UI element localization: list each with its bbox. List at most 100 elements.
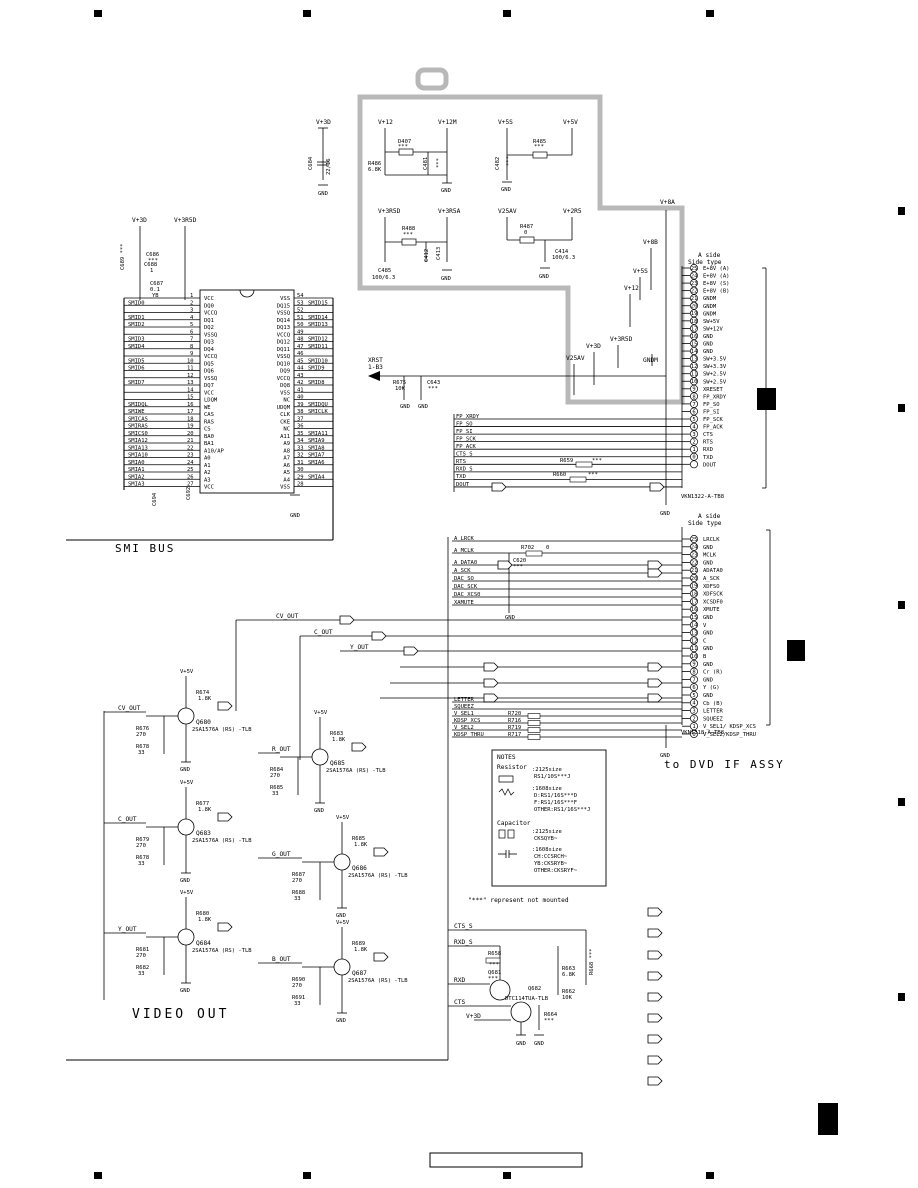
sdram-pin-number: 37 <box>297 416 304 422</box>
connector-pin-name: LETTER <box>703 709 724 715</box>
sdram-pin-number: 38 <box>297 409 304 415</box>
svg-text:270: 270 <box>136 843 146 849</box>
smi-net-label: SMIDQU <box>308 402 328 408</box>
svg-text:R487: R487 <box>520 224 533 230</box>
sdram-pin-number: 34 <box>297 438 304 444</box>
connector-pin-number: 14 <box>691 623 698 629</box>
ctrl-nets: LETTERSQUEEZV_SEL1KDSP_XCSV_SEL2KDSP_THR… <box>452 697 682 740</box>
svg-text:R685: R685 <box>352 836 365 842</box>
connector-pin <box>690 613 698 621</box>
svg-text:R660: R660 <box>553 472 566 478</box>
svg-text:D:RS1/16S***D: D:RS1/16S***D <box>534 793 577 799</box>
connector-pin-number: 10 <box>691 379 698 385</box>
connector-pin-name: A_SCK <box>703 576 720 582</box>
smi-net-label: SMID3 <box>128 337 145 343</box>
video-net-label: B_OUT <box>272 956 291 963</box>
connector-pin-number: 11 <box>691 646 698 652</box>
connector-pin <box>690 422 698 431</box>
svg-text:***: *** <box>534 144 544 150</box>
sdram-pin-number: 5 <box>190 322 193 328</box>
sdram-pin-name: DQ0 <box>204 303 214 309</box>
section-marker-a <box>757 388 776 410</box>
connector-pin-number: 10 <box>691 654 698 660</box>
svg-text:V+5V: V+5V <box>180 780 194 786</box>
svg-text:R684: R684 <box>270 767 284 773</box>
svg-text:C482: C482 <box>495 157 501 170</box>
transistor-part: 2SA1576A (RS) -TLB <box>326 768 386 774</box>
smi-right-nets: SMID15SMID14SMID13SMID12SMID11SMID10SMID… <box>308 300 329 480</box>
sdram-pin-name: DQ9 <box>280 369 290 375</box>
svg-text:F:RS1/16S***F: F:RS1/16S***F <box>534 800 577 806</box>
sdram-pin-name: A5 <box>283 470 290 476</box>
svg-text:100/6.3: 100/6.3 <box>552 255 575 261</box>
ctrl-net-label: V_SEL2 <box>454 725 474 731</box>
svg-text:V+3R5D: V+3R5D <box>378 208 401 215</box>
fp-net-label: FP_SI <box>456 429 473 435</box>
connector-pin-name: GND <box>703 334 713 340</box>
svg-text:C689 ***: C689 *** <box>120 244 126 271</box>
svg-text:GND: GND <box>534 1041 544 1047</box>
connector-pin-number: 23 <box>691 553 698 559</box>
smi-left-nets: SMID0SMID1SMID2SMID3SMID4SMID5SMID6SMID7… <box>128 300 149 487</box>
svg-text:R680: R680 <box>196 911 209 917</box>
svg-text:V+12: V+12 <box>378 119 393 126</box>
connector-pin <box>690 644 698 653</box>
connector-pin-number: 11 <box>691 372 698 378</box>
section-marker-c <box>818 1103 838 1135</box>
transistor-ref: Q684 <box>196 940 211 947</box>
connector-pin <box>690 659 698 668</box>
sdram-pin-name: VCC <box>204 485 214 491</box>
svg-text:1-B3: 1-B3 <box>368 364 383 371</box>
transistor-part: 2SA1576A (RS) -TLB <box>192 838 252 844</box>
sdram-pin-number: 30 <box>297 467 304 473</box>
svg-text:22/16: 22/16 <box>326 158 332 175</box>
audio-net-label: XAMUTE <box>454 600 474 606</box>
sdram-pin-number: 47 <box>297 344 304 350</box>
connector-pin-number: 8 <box>692 670 695 676</box>
sdram-right-pins: 54VSS53DQ1552VSSQ51DQ1450DQ1349VCCQ48DQ1… <box>277 293 333 491</box>
connector-pin-number: 17 <box>691 599 698 605</box>
connector-pin-number: 9 <box>692 662 695 668</box>
connector-pin-name: TXD <box>703 455 713 461</box>
video-bus: CV_OUT C_OUT Y_OUT <box>235 613 682 760</box>
sdram-pin-name: DQ4 <box>204 347 215 353</box>
connector-pin-name: GND <box>703 646 713 652</box>
svg-text:R485: R485 <box>533 139 546 145</box>
power-supply-circuits: V+3D C684 22/16 GND V+12 V+12M D407 *** … <box>308 119 582 282</box>
connector-pin-name: Cb (B) <box>703 701 723 707</box>
audio-net-label: DAC_XCS0 <box>454 592 481 598</box>
connector-pin-name: GND <box>703 693 713 699</box>
connector-pin <box>690 667 698 676</box>
svg-text:V+5V: V+5V <box>180 669 194 675</box>
fp-net-label: RXD_S <box>456 467 473 473</box>
audio-net-label: A_DATA0 <box>454 560 477 566</box>
sdram-pin-name: A6 <box>283 463 290 469</box>
transistor-part: 2SA1576A (RS) -TLB <box>348 978 408 984</box>
svg-text:R662: R662 <box>562 989 575 995</box>
transistor-ref: Q680 <box>196 719 211 726</box>
sdram-pin-name: A10/AP <box>204 448 225 454</box>
svg-text:33: 33 <box>138 971 145 977</box>
supply-label: V+3D <box>316 119 331 126</box>
svg-text:C414: C414 <box>555 249 569 255</box>
sdram-pin-name: NC <box>283 398 290 404</box>
connector-pin-name: XDFSO <box>703 584 720 590</box>
video-out-frame: VIDEO OUT <box>66 711 448 1061</box>
svg-text:***: *** <box>592 458 602 464</box>
svg-text:GNDM: GNDM <box>643 357 658 364</box>
sdram-pin-number: 36 <box>297 424 304 430</box>
sdram-pin-name: DQ5 <box>204 361 214 367</box>
connector-pin-name: FP_XRDY <box>703 394 727 400</box>
svg-text:V+5S: V+5S <box>633 268 648 275</box>
sdram-pin-name: CS <box>204 427 211 433</box>
sdram-pin-name: VCCQ <box>204 354 217 360</box>
sdram-pin-name: A4 <box>283 477 290 483</box>
svg-text:V+3D: V+3D <box>132 217 147 224</box>
smi-net-label: SMICLK <box>308 409 329 415</box>
svg-text:C688: C688 <box>144 262 157 268</box>
sdram-pin-name: A7 <box>283 456 290 462</box>
connector-pin-name: V_SEL2/KDSP_THRU <box>703 732 756 738</box>
svg-text:R677: R677 <box>196 801 209 807</box>
smi-net-label: SMID11 <box>308 344 328 350</box>
